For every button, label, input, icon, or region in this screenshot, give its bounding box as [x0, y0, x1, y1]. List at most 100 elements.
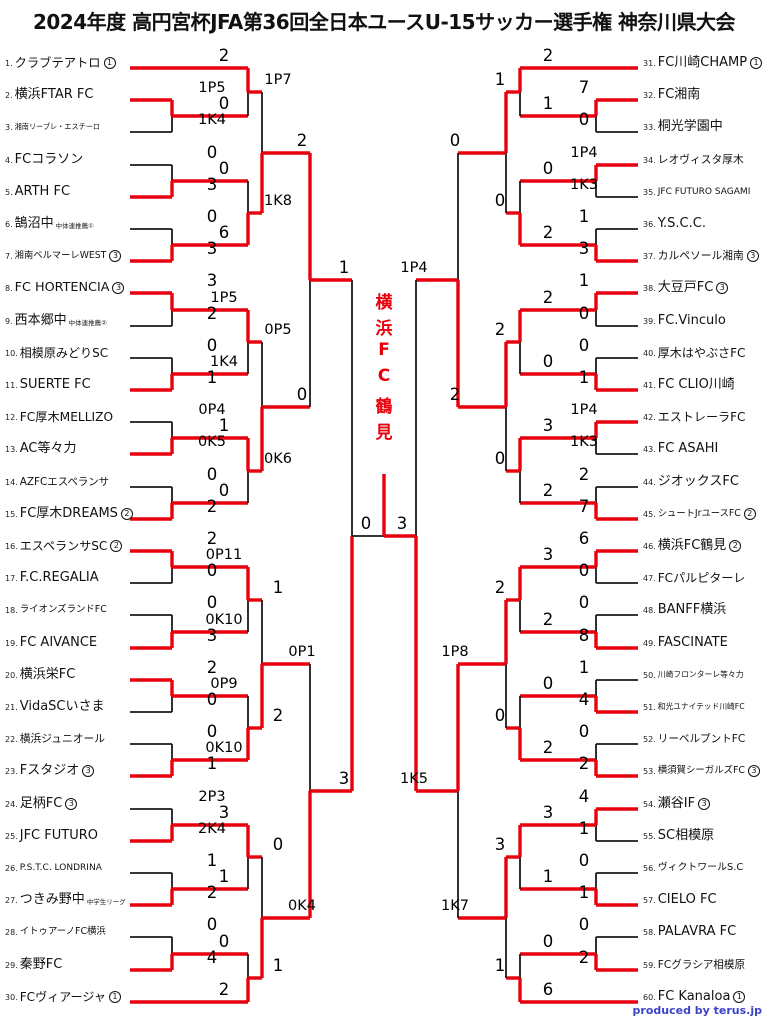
team-number: 8. [5, 284, 13, 293]
score-label: 2 [542, 481, 554, 500]
score-label: 3 [206, 175, 218, 194]
score-label: 0 [206, 722, 218, 741]
score-label: 0K5 [198, 434, 226, 450]
team-number: 36. [643, 220, 656, 229]
team-name: FC AIVANCE [19, 635, 98, 650]
team-name: FC CLIO川崎 [657, 377, 735, 392]
team-name: 瀬谷IF [657, 796, 696, 811]
score-label: 0 [494, 191, 506, 210]
score-label: 3 [542, 545, 554, 564]
score-label: 1 [218, 867, 230, 886]
score-label: 0 [578, 110, 590, 129]
team-label: 20.横浜栄FC [5, 665, 75, 681]
team-name: PALAVRA FC [657, 924, 737, 939]
team-note: 中体連推薦② [68, 319, 107, 327]
team-number: 50. [643, 671, 656, 680]
score-label: 2 [542, 288, 554, 307]
team-number: 7. [5, 252, 13, 261]
seed-badge: 3 [109, 250, 122, 262]
team-number: 33. [643, 123, 656, 132]
seed-badge: 2 [743, 508, 756, 520]
champion-name-char: 鶴 [375, 397, 393, 417]
team-label: 29.秦野FC [5, 955, 62, 971]
score-label: 2 [206, 529, 218, 548]
seed-badge: 1 [103, 57, 116, 69]
score-label: 0K4 [288, 898, 316, 914]
team-label: 13.AC等々力 [5, 439, 76, 455]
score-label: 4 [578, 787, 590, 806]
team-name: FC ASAHI [657, 441, 719, 456]
score-label: 1 [206, 368, 218, 387]
score-label: 1 [218, 416, 230, 435]
score-label: 1 [578, 271, 590, 290]
champion-name-char: 浜 [375, 319, 393, 339]
seed-badge: 3 [82, 765, 95, 777]
team-name: 桐光学園中 [657, 119, 723, 134]
score-label: 1 [494, 956, 506, 975]
champion-name-char: 横 [375, 293, 393, 313]
team-number: 19. [5, 639, 18, 648]
score-label: 3 [338, 769, 350, 788]
team-number: 17. [5, 574, 18, 583]
score-label: 4 [578, 690, 590, 709]
team-name: FC HORTENCIA [14, 280, 110, 295]
score-label: 2 [542, 610, 554, 629]
team-name: リーベルプントFC [657, 733, 746, 745]
score-label: 0 [449, 131, 461, 150]
score-label: 3 [218, 803, 230, 822]
score-label: 4 [206, 948, 218, 967]
team-name: 横浜FC鶴見 [657, 538, 727, 553]
score-label: 2 [206, 497, 218, 516]
team-label: 18.ライオンズランドFC [5, 600, 107, 616]
score-label: 0 [578, 722, 590, 741]
score-label: 2 [578, 948, 590, 967]
team-name: ジオックスFC [657, 474, 739, 489]
score-label: 0P11 [205, 547, 243, 563]
tournament-title: 2024年度 高円宮杯JFA第36回全日本ユースU-15サッカー選手権 神奈川県… [32, 10, 736, 34]
team-number: 48. [643, 606, 656, 615]
team-name: ライオンズランドFC [19, 604, 107, 615]
score-label: 1K3 [570, 177, 598, 193]
score-label: 1 [578, 207, 590, 226]
team-label: 33.桐光学園中 [643, 117, 723, 133]
team-label: 35.JFC FUTURO SAGAMI [643, 182, 750, 198]
team-label: 42.エストレーラFC [643, 407, 745, 423]
score-label: 0 [218, 159, 230, 178]
score-label: 1K4 [210, 354, 238, 370]
score-label: 1 [206, 851, 218, 870]
team-label: 4.FCコラソン [5, 150, 83, 166]
team-number: 60. [643, 993, 656, 1002]
team-name: 秦野FC [19, 957, 63, 972]
team-number: 24. [5, 800, 18, 809]
team-label: 19.FC AIVANCE [5, 633, 97, 649]
champion-name-char: C [377, 366, 391, 386]
team-name: ARTH FC [14, 184, 71, 199]
team-name: 横浜ジュニオール [19, 732, 105, 745]
score-label: 2 [206, 304, 218, 323]
team-label: 56.ヴィクトワールS.C [643, 858, 743, 874]
team-name: ヴィクトワールS.C [657, 862, 744, 873]
team-name: FC湘南 [657, 87, 701, 102]
seed-badge: 1 [733, 991, 746, 1003]
team-name: 鵠沼中 [14, 216, 54, 231]
team-label: 39.FC.Vinculo [643, 311, 726, 327]
score-label: 3 [542, 416, 554, 435]
team-number: 25. [5, 832, 18, 841]
team-number: 46. [643, 542, 656, 551]
team-name: エスペランサSC [19, 539, 108, 553]
team-number: 22. [5, 735, 18, 744]
team-name: 横浜FTAR FC [14, 87, 94, 102]
team-number: 31. [643, 59, 656, 68]
team-name: CIELO FC [657, 892, 717, 907]
team-number: 49. [643, 639, 656, 648]
team-number: 4. [5, 156, 13, 165]
score-label: 0 [578, 915, 590, 934]
team-name: シュートJrユースFC [657, 508, 741, 519]
seed-badge: 2 [729, 540, 742, 552]
team-name: 厚木はやぶさFC [657, 346, 746, 360]
team-number: 42. [643, 413, 656, 422]
